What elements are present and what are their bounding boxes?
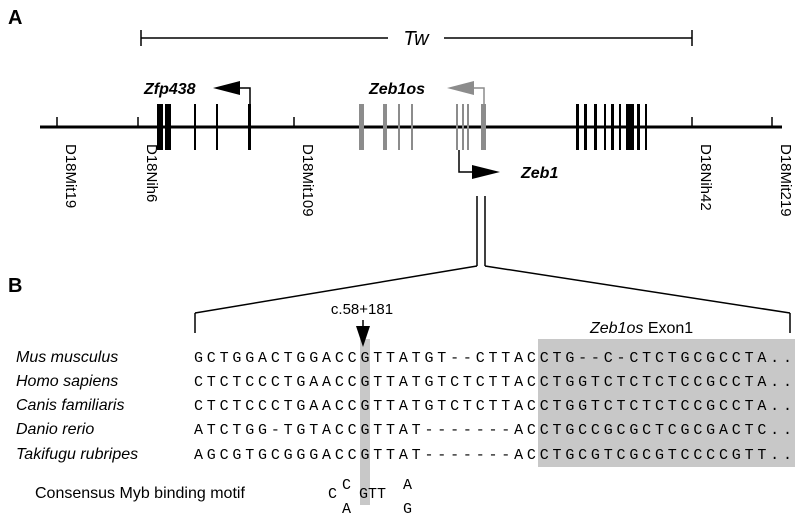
- exon-bar: [584, 104, 587, 150]
- sequence: GCTGGACTGGACCGTTATGT--CTTACCTG--C-CTCTGC…: [194, 350, 792, 367]
- marker-ticks: [56, 117, 773, 127]
- variant-label: c.58+181: [331, 301, 393, 318]
- consensus-core: GTT: [359, 486, 386, 503]
- zeb1-exons: [359, 104, 486, 150]
- consensus-label: Consensus Myb binding motif: [35, 485, 245, 502]
- marker-label-d18mit219: D18Mit219: [777, 144, 794, 217]
- zfp438-exons: [157, 104, 251, 150]
- marker-labels: D18Mit19 D18Nih6 D18Mit109 D18Nih42 D18M…: [62, 144, 794, 217]
- exon-bar: [637, 104, 640, 150]
- exon1-label-suffix: Exon1: [643, 320, 693, 337]
- right-cluster-exons: [576, 104, 647, 150]
- zeb1os-arrow-head: [447, 81, 474, 95]
- exon-bar: [194, 104, 196, 150]
- exon1-highlight: [538, 339, 795, 467]
- exon-bar: [467, 104, 469, 150]
- zoom-line: [484, 265, 791, 314]
- exon1-label: Zeb1os Exon1: [589, 320, 693, 337]
- species-name: Danio rerio: [16, 421, 94, 438]
- exon-bar: [619, 104, 621, 150]
- zfp438-arrow-head: [213, 81, 240, 95]
- exon-bar: [248, 104, 251, 150]
- variant-arrow-head: [356, 326, 370, 347]
- zeb1os-arrow-stem: [473, 87, 485, 104]
- exon-bar: [216, 104, 218, 150]
- consensus-motif: Consensus Myb binding motif C C A GTT A …: [35, 477, 412, 518]
- sequence: ATCTGG-TGTACCGTTAT-------ACCTGCCGCGCTCGC…: [194, 422, 792, 439]
- exon-bar: [462, 104, 464, 150]
- exon1-label-gene: Zeb1os: [589, 320, 643, 337]
- species-name: Homo sapiens: [16, 373, 118, 390]
- zoom-connector: [194, 196, 791, 333]
- exon-bar: [611, 104, 614, 150]
- consensus-degenerate-top: A: [403, 477, 412, 494]
- consensus-degenerate-bottom: G: [403, 501, 412, 518]
- zeb1-arrow-stem: [458, 150, 472, 173]
- exon-bar: [411, 104, 413, 150]
- zeb1-label: Zeb1: [520, 165, 558, 182]
- consensus-base: C: [328, 486, 337, 503]
- marker-label-d18nih6: D18Nih6: [143, 144, 160, 202]
- marker-label-d18mit109: D18Mit109: [299, 144, 316, 217]
- zfp438-arrow-stem: [238, 87, 251, 104]
- exon-bar: [383, 104, 387, 150]
- species-name: Canis familiaris: [16, 397, 124, 414]
- exon-bar: [576, 104, 579, 150]
- marker-label-d18nih42: D18Nih42: [697, 144, 714, 211]
- species-name: Takifugu rubripes: [16, 446, 138, 463]
- exon-bar: [604, 104, 606, 150]
- exon-bar: [481, 104, 486, 150]
- exon-bar: [594, 104, 597, 150]
- exon-bar: [165, 104, 171, 150]
- marker-label-d18mit19: D18Mit19: [62, 144, 79, 208]
- snp-column-highlight: [360, 339, 370, 505]
- panel-a-label: A: [8, 7, 22, 29]
- exon-bar: [157, 104, 163, 150]
- species-name: Mus musculus: [16, 349, 118, 366]
- exon-bar: [456, 104, 458, 150]
- exon-bar: [645, 104, 647, 150]
- sequence: CTCTCCCTGAACCGTTATGTCTCTTACCTGGTCTCTCTCC…: [194, 398, 792, 415]
- panel-b-label: B: [8, 275, 22, 297]
- zeb1-arrow-head: [472, 165, 500, 179]
- zoom-line: [194, 265, 478, 314]
- exon-bar: [626, 104, 634, 150]
- sequence: AGCGTGCGGGACCGTTAT-------ACCTGCGTCGCGTCC…: [194, 447, 792, 464]
- tw-label-bg: [388, 26, 444, 50]
- exon-bar: [398, 104, 400, 150]
- zfp438-label: Zfp438: [143, 81, 196, 98]
- alignment: Mus musculus GCTGGACTGGACCGTTATGT--CTTAC…: [16, 349, 792, 464]
- sequence: CTCTCCCTGAACCGTTATGTCTCTTACCTGGTCTCTCTCC…: [194, 374, 792, 391]
- exon-bar: [359, 104, 364, 150]
- consensus-degenerate-bottom: A: [342, 501, 351, 518]
- consensus-degenerate-top: C: [342, 477, 351, 494]
- tw-label: Tw: [403, 28, 430, 50]
- zeb1os-label: Zeb1os: [368, 81, 425, 98]
